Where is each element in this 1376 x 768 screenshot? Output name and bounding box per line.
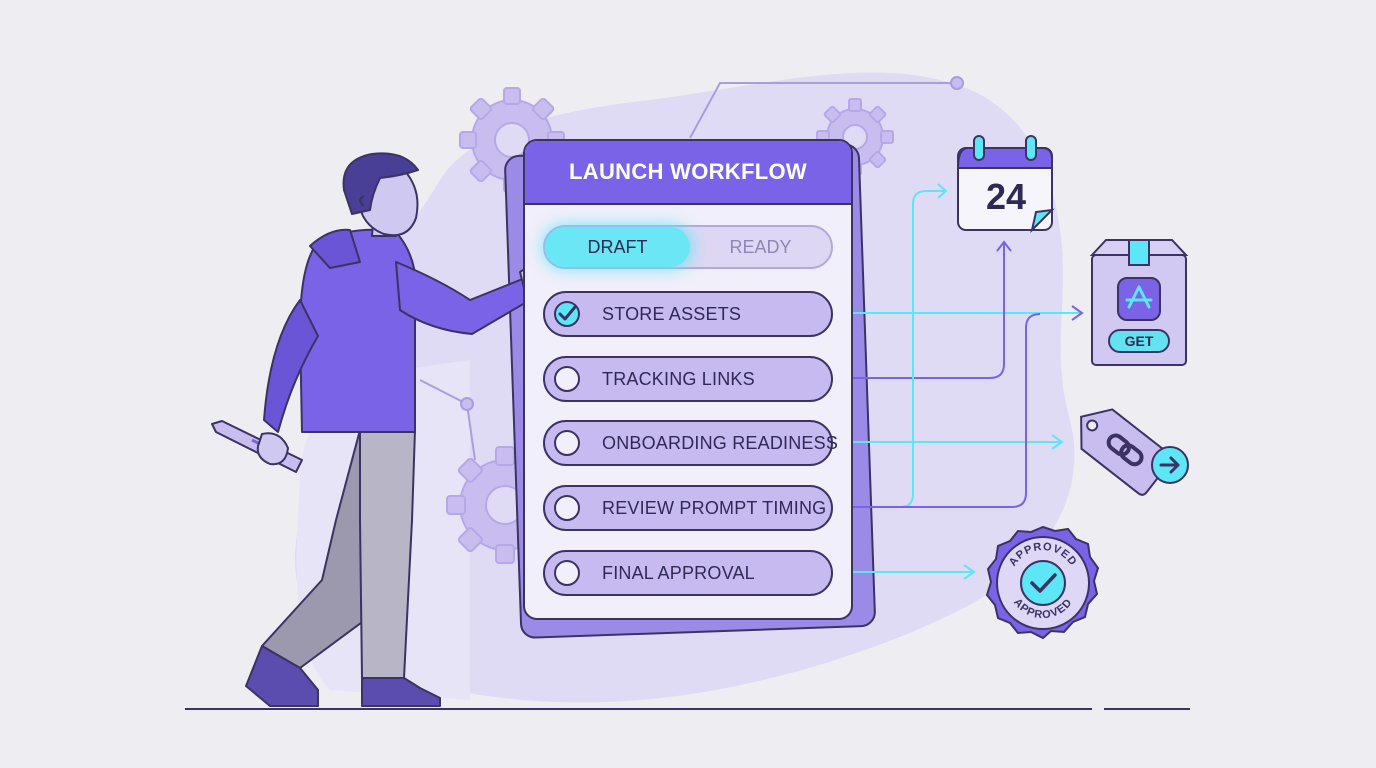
- task-label: FINAL APPROVAL: [602, 562, 755, 583]
- task-label: STORE ASSETS: [602, 303, 742, 324]
- approved-seal-icon: APPROVED APPROVED: [985, 525, 1100, 640]
- task-store-assets[interactable]: STORE ASSETS: [543, 291, 833, 337]
- task-onboarding-readiness[interactable]: ONBOARDING READINESS: [543, 420, 838, 466]
- card-title: LAUNCH WORKFLOW: [525, 141, 851, 205]
- link-tag-icon: [1080, 408, 1173, 496]
- task-label: REVIEW PROMPT TIMING: [602, 497, 827, 518]
- task-label: ONBOARDING READINESS: [602, 432, 839, 453]
- task-review-prompt-timing[interactable]: REVIEW PROMPT TIMING: [543, 485, 833, 531]
- calendar-day: 24: [985, 176, 1027, 217]
- status-toggle[interactable]: DRAFT READY: [543, 225, 833, 269]
- arrow-right-icon: [1151, 446, 1189, 484]
- toggle-ready[interactable]: READY: [729, 236, 792, 257]
- checkbox[interactable]: [554, 430, 580, 456]
- gear-icon: [459, 87, 565, 193]
- task-final-approval[interactable]: FINAL APPROVAL: [543, 550, 833, 596]
- network-lines: [419, 76, 964, 461]
- person-illustration: [211, 152, 580, 707]
- app-store-box: [1089, 239, 1189, 366]
- toggle-draft[interactable]: DRAFT: [545, 227, 690, 267]
- task-tracking-links[interactable]: TRACKING LINKS: [543, 356, 833, 402]
- connector-lines: [833, 183, 1084, 580]
- checkbox-checked[interactable]: [554, 301, 580, 327]
- checkbox[interactable]: [554, 560, 580, 586]
- app-store-glyph: [1125, 285, 1153, 309]
- get-button[interactable]: GET: [1108, 329, 1170, 353]
- checkmark-icon: [558, 305, 577, 321]
- checkbox[interactable]: [554, 495, 580, 521]
- checkbox[interactable]: [554, 366, 580, 392]
- task-label: TRACKING LINKS: [602, 368, 755, 389]
- launch-workflow-card: LAUNCH WORKFLOW DRAFT READY STORE ASSETS…: [523, 139, 853, 620]
- calendar-icon: [956, 135, 1055, 234]
